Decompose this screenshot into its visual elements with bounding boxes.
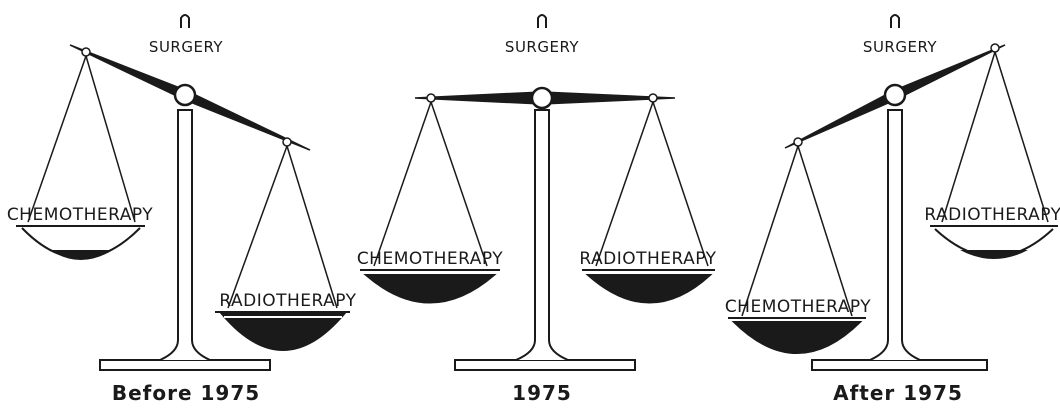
panel-caption: After 1975 [833, 381, 963, 405]
top-label: SURGERY [505, 38, 579, 56]
left-hanger-ring [427, 94, 435, 102]
left-string [742, 146, 798, 316]
scale-foot [160, 110, 210, 360]
top-label: SURGERY [149, 38, 223, 56]
left-pan-label: CHEMOTHERAPY [7, 205, 153, 225]
scale-before-1975: SURGERY CHEMOTHERAPY RADIOTHERAPY Before… [7, 15, 357, 405]
right-string [228, 146, 287, 308]
scale-after-1975: SURGERY CHEMOTHERAPY RADIOTHERAPY After … [725, 15, 1060, 405]
panel-caption: 1975 [512, 381, 572, 405]
scale-base [100, 360, 270, 370]
right-string [995, 52, 1048, 222]
scale-hook [181, 15, 189, 28]
scale-pivot [175, 85, 195, 105]
right-hanger-ring [991, 44, 999, 52]
left-pan-label: CHEMOTHERAPY [357, 249, 503, 269]
scale-pivot [532, 88, 552, 108]
panel-caption: Before 1975 [112, 381, 260, 405]
right-hanger-ring [283, 138, 291, 146]
left-hanger-ring [794, 138, 802, 146]
top-label: SURGERY [863, 38, 937, 56]
right-string [653, 102, 708, 266]
scale-pivot [885, 85, 905, 105]
right-hanger-ring [649, 94, 657, 102]
left-string [798, 146, 852, 316]
left-pan-weight [50, 250, 113, 260]
left-string [374, 102, 431, 266]
left-string [86, 56, 135, 222]
right-pan-label: RADIOTHERAPY [924, 205, 1060, 225]
right-pan-bowl [588, 275, 710, 303]
right-pan-weight [960, 250, 1028, 259]
scale-foot [870, 110, 920, 360]
left-pan-bowl [366, 275, 494, 303]
scale-hook [891, 15, 899, 28]
left-pan-label: CHEMOTHERAPY [725, 297, 871, 317]
scale-hook [538, 15, 546, 28]
scale-foot [516, 110, 568, 360]
left-string [431, 102, 487, 266]
right-string [596, 102, 653, 266]
scale-base [812, 360, 987, 370]
right-pan-label: RADIOTHERAPY [579, 249, 716, 269]
right-string [287, 146, 337, 308]
left-pan-bowl [734, 322, 860, 353]
scale-1975: SURGERY CHEMOTHERAPY RADIOTHERAPY 1975 [357, 15, 717, 405]
right-pan-bowl [222, 314, 344, 350]
right-string [942, 52, 995, 222]
right-pan-label: RADIOTHERAPY [219, 291, 356, 311]
left-hanger-ring [82, 48, 90, 56]
left-string [28, 56, 86, 222]
scale-base [455, 360, 635, 370]
